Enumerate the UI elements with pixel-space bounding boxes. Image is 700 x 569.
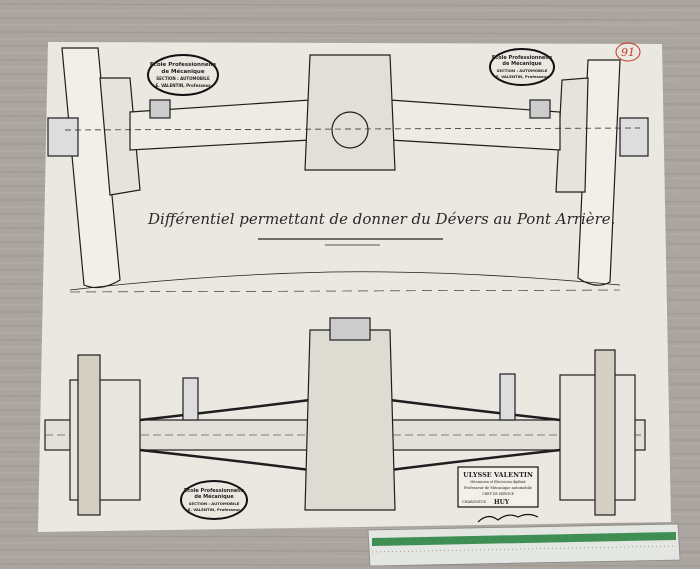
svg-text:91: 91 bbox=[621, 46, 635, 59]
school-stamp-top-left: Ecole Professionnelle de Mécanique SECTI… bbox=[147, 54, 219, 96]
sheet-number: 91 bbox=[615, 42, 641, 62]
svg-text:HUY: HUY bbox=[494, 499, 510, 506]
svg-text:SECTION : AUTOMOBILE: SECTION : AUTOMOBILE bbox=[156, 76, 210, 81]
drawing-title: Différentiel permettant de donner du Dév… bbox=[147, 210, 615, 228]
svg-text:Ecole Professionnelle: Ecole Professionnelle bbox=[184, 488, 245, 494]
svg-text:E. VALENTIN, Professeur: E. VALENTIN, Professeur bbox=[496, 74, 548, 79]
svg-text:de Mécanique: de Mécanique bbox=[502, 60, 542, 67]
svg-text:E. VALENTIN, Professeur: E. VALENTIN, Professeur bbox=[188, 507, 240, 512]
top-axle-drawing bbox=[47, 47, 649, 293]
ruler bbox=[367, 523, 681, 567]
svg-text:CHARGNEUX: CHARGNEUX bbox=[462, 500, 487, 504]
svg-text:E. VALENTIN, Professeur: E. VALENTIN, Professeur bbox=[155, 83, 210, 88]
svg-text:Ecole Professionnelle: Ecole Professionnelle bbox=[150, 62, 217, 68]
author-nameplate: ULYSSE VALENTIN Mécanicien et Electricie… bbox=[457, 466, 539, 523]
school-stamp-bottom: Ecole Professionnelle de Mécanique SECTI… bbox=[180, 480, 248, 520]
svg-text:de Mécanique: de Mécanique bbox=[194, 493, 234, 500]
svg-text:de Mécanique: de Mécanique bbox=[161, 68, 204, 75]
svg-text:ULYSSE VALENTIN: ULYSSE VALENTIN bbox=[463, 471, 533, 479]
svg-text:SECTION : AUTOMOBILE: SECTION : AUTOMOBILE bbox=[189, 501, 240, 506]
svg-text:SECTION : AUTOMOBILE: SECTION : AUTOMOBILE bbox=[497, 68, 548, 73]
svg-text:Mécanicien et Electricien dipl: Mécanicien et Electricien diplômé bbox=[470, 480, 526, 484]
svg-text:Professeur de Mécanique automo: Professeur de Mécanique automobile bbox=[464, 486, 532, 490]
signature bbox=[477, 513, 539, 523]
svg-text:CHEF DE SERVICE: CHEF DE SERVICE bbox=[482, 492, 514, 496]
bottom-axle-section-drawing bbox=[44, 317, 646, 516]
svg-text:Ecole Professionnelle: Ecole Professionnelle bbox=[492, 55, 553, 61]
school-stamp-top-right: Ecole Professionnelle de Mécanique SECTI… bbox=[489, 48, 555, 86]
